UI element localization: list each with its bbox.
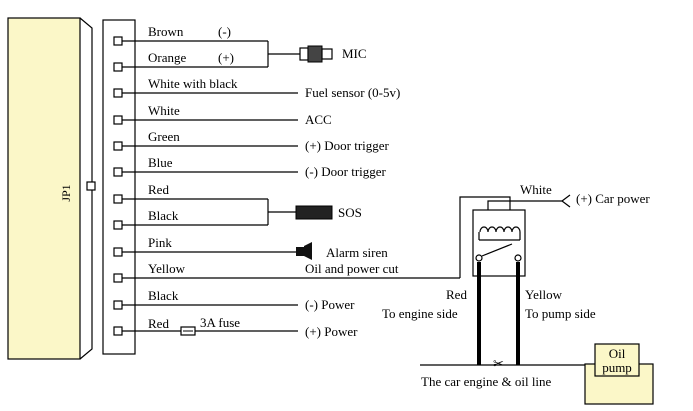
mic-label: MIC xyxy=(342,46,367,61)
pin-7 xyxy=(113,194,123,204)
pin-block xyxy=(102,19,136,355)
door-trigger-neg-label: (-) Door trigger xyxy=(305,164,387,179)
pin-10 xyxy=(113,273,123,283)
sos-button-icon xyxy=(295,205,333,220)
oil-pump-label-1: Oil xyxy=(609,346,626,361)
pin-label-pink: Pink xyxy=(148,235,172,250)
oil-pump-label-box xyxy=(594,343,640,377)
alarm-siren-label: Alarm siren xyxy=(326,245,388,260)
white-wire xyxy=(487,200,562,210)
pin-2 xyxy=(113,62,123,72)
oil-pump-label-2: pump xyxy=(602,360,632,375)
pin-4 xyxy=(113,115,123,125)
car-power-arrow-icon xyxy=(561,194,571,208)
pin-label-brown: Brown xyxy=(148,24,184,39)
red-side-label: To engine side xyxy=(382,306,458,321)
door-trigger-pos-label: (+) Door trigger xyxy=(305,138,390,153)
pin-label-red: Red xyxy=(148,182,169,197)
pin-1 xyxy=(113,36,123,46)
mic-plug-icon xyxy=(299,45,333,63)
red-label: Red xyxy=(446,287,467,302)
sos-wire xyxy=(267,199,296,225)
pin-5 xyxy=(113,141,123,151)
connector-latch xyxy=(86,181,96,191)
fuse-icon xyxy=(180,326,196,336)
acc-label: ACC xyxy=(305,112,332,127)
car-power-label: (+) Car power xyxy=(576,191,650,206)
fuse-label: 3A fuse xyxy=(200,315,240,330)
pin-label-red-2: Red xyxy=(148,316,169,331)
pin-squares xyxy=(113,36,123,336)
sos-label: SOS xyxy=(338,205,362,220)
fuel-sensor-label: Fuel sensor (0-5v) xyxy=(305,85,400,100)
siren-icon xyxy=(296,242,312,260)
connector-body xyxy=(7,17,81,360)
pin-12 xyxy=(113,326,123,336)
pin-label-blue: Blue xyxy=(148,155,173,170)
pin-3 xyxy=(113,88,123,98)
pin-9 xyxy=(113,247,123,257)
connector-label: JP1 xyxy=(59,184,73,201)
power-pos-label: (+) Power xyxy=(305,324,358,339)
pin-11 xyxy=(113,300,123,310)
pin-polarity-brown: (-) xyxy=(218,24,231,39)
power-neg-label: (-) Power xyxy=(305,297,355,312)
pin-wires xyxy=(122,40,460,332)
pin-label-orange: Orange xyxy=(148,50,186,65)
oil-line-label: The car engine & oil line xyxy=(421,374,552,389)
cut-mark-icon: ✂ xyxy=(493,356,504,371)
pin-label-black-2: Black xyxy=(148,288,179,303)
pin-label-green: Green xyxy=(148,129,180,144)
pin-8 xyxy=(113,220,123,230)
white-label: White xyxy=(520,182,552,197)
yellow-label: Yellow xyxy=(525,287,563,302)
oil-power-cut-label: Oil and power cut xyxy=(305,261,399,276)
pin-label-white: White xyxy=(148,103,180,118)
mic-wire xyxy=(267,41,300,67)
pin-polarity-orange: (+) xyxy=(218,50,234,65)
pin-label-black: Black xyxy=(148,208,179,223)
yellow-side-label: To pump side xyxy=(525,306,596,321)
pin-label-white-black: White with black xyxy=(148,76,238,91)
relay-control-wire xyxy=(459,196,511,278)
pin-6 xyxy=(113,167,123,177)
pin-label-yellow: Yellow xyxy=(148,261,186,276)
